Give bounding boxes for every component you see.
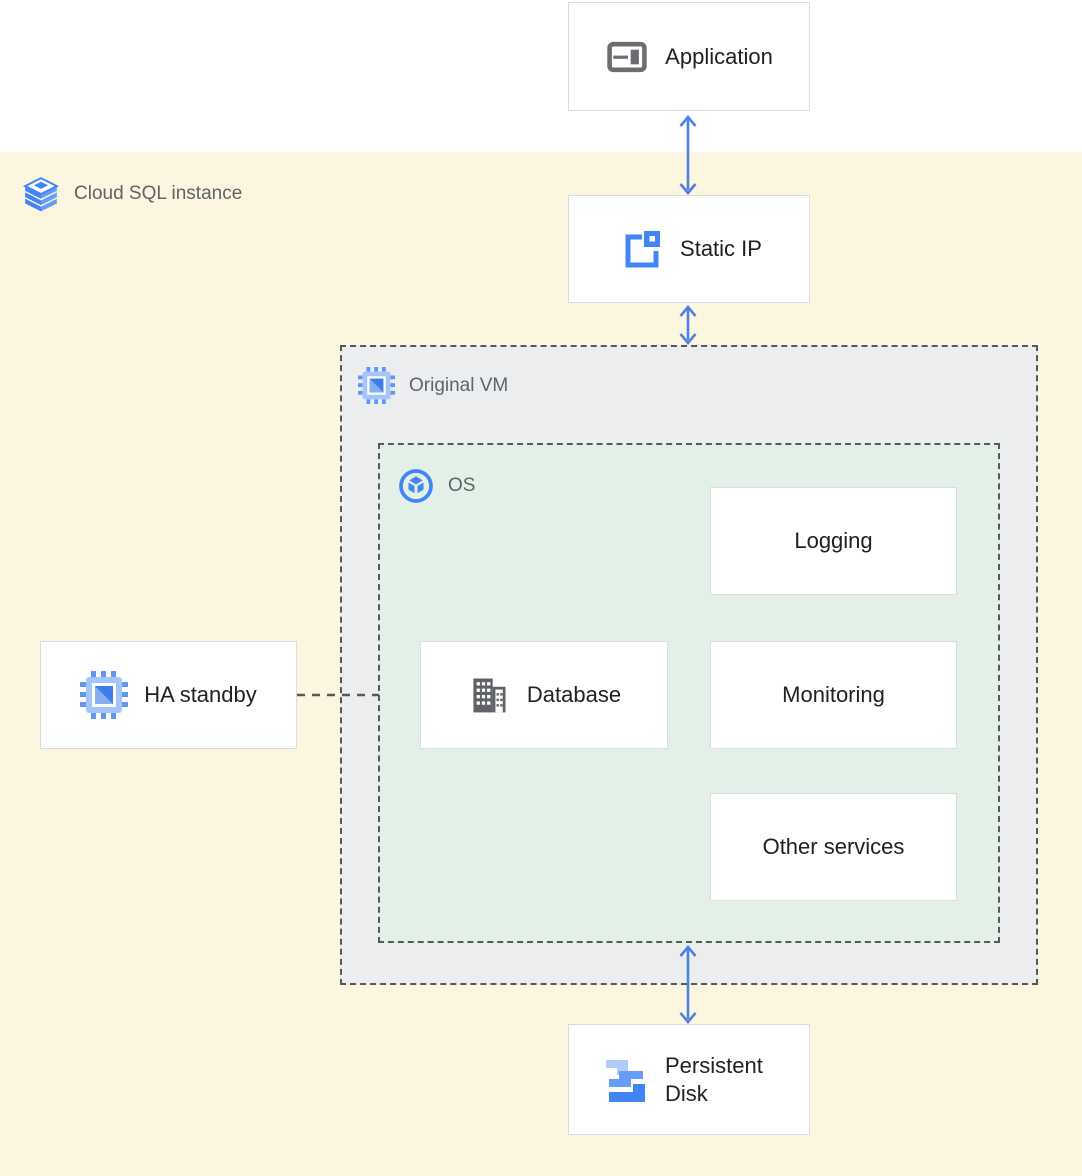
os-label-text: OS [448,475,476,496]
database-buildings-icon [467,673,511,717]
logging-node: Logging [710,487,957,595]
application-window-icon [605,35,649,79]
persistent-disk-label: Persistent Disk [665,1053,763,1106]
monitoring-node: Monitoring [710,641,957,749]
other-services-node: Other services [710,793,957,901]
os-icon [398,468,434,504]
database-node: Database [420,641,668,749]
database-label: Database [526,682,622,708]
original-vm-group-label: Original VM [358,367,508,404]
application-label: Application [665,43,773,69]
application-node: Application [568,2,810,111]
ha-standby-label: HA standby [144,682,257,708]
cloud-sql-region-label-text: Cloud SQL instance [74,183,243,204]
static-ip-label: Static IP [680,236,762,262]
static-ip-icon [616,225,664,273]
logging-label: Logging [794,528,873,554]
ha-standby-node: HA standby [40,641,297,749]
cloud-sql-icon [22,175,60,213]
os-group-label: OS [398,468,475,504]
static-ip-node: Static IP [568,195,810,303]
compute-engine-icon [80,671,129,719]
cloud-sql-region-label: Cloud SQL instance [22,175,242,213]
monitoring-label: Monitoring [782,682,885,708]
other-services-label: Other services [762,834,905,860]
compute-engine-icon [358,367,395,404]
persistent-disk-node: Persistent Disk [568,1024,810,1135]
original-vm-label-text: Original VM [409,374,509,396]
persistent-disk-icon [601,1056,649,1104]
